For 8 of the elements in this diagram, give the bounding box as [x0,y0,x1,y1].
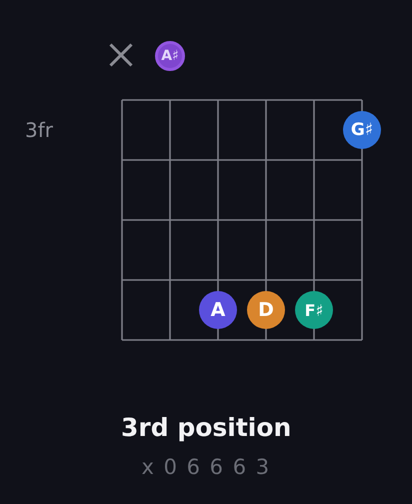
note-dot: G♯ [343,111,381,149]
note-dot: F♯ [295,291,333,329]
fret-number: 3fr [25,118,53,142]
chord-title: 3rd position [121,413,292,442]
note-dot: A [199,291,237,329]
fingering-text: x 0 6 6 6 3 [142,455,271,479]
note-dot: D [247,291,285,329]
open-string-ring: A♯ [155,41,185,71]
